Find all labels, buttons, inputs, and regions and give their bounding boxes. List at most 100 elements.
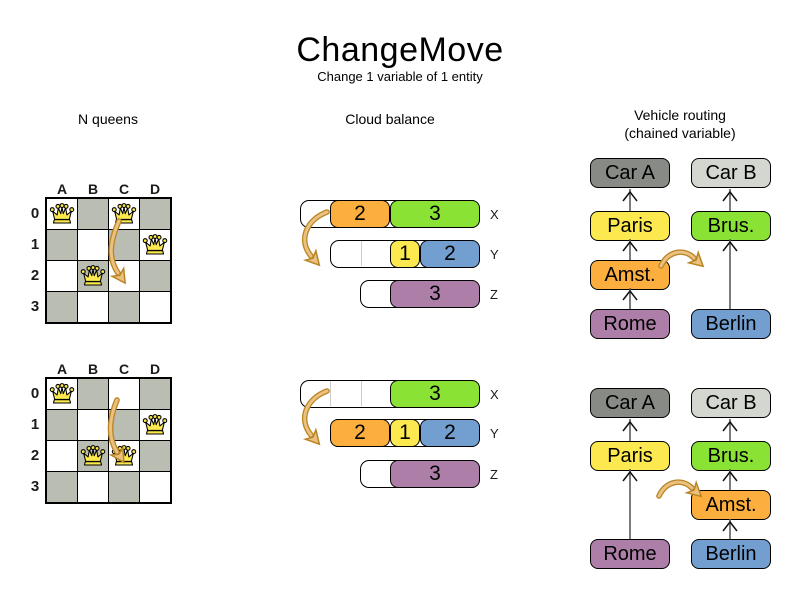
board-cell-a1 <box>47 230 77 260</box>
board-cell-d2 <box>140 441 170 471</box>
process-block: 2 <box>420 240 480 268</box>
board-cell-d1 <box>140 230 170 260</box>
city-box-brussels-before: Brus. <box>691 211 771 241</box>
process-value: 1 <box>399 242 411 265</box>
col-label: D <box>149 361 161 377</box>
process-block: 3 <box>390 200 480 228</box>
row-label: 2 <box>30 267 40 284</box>
board-cell-c2 <box>109 441 139 471</box>
col-label: A <box>56 181 68 197</box>
process-value: 2 <box>444 421 456 444</box>
city-label: Brus. <box>707 444 755 467</box>
board-cell-d3 <box>140 472 170 502</box>
board-cell-d0 <box>140 379 170 409</box>
vehicle-header-line2: (chained variable) <box>624 125 736 141</box>
process-value: 2 <box>354 421 366 444</box>
city-label: Paris <box>607 214 653 237</box>
column-header-nqueens: N queens <box>78 111 138 127</box>
board-cell-a0 <box>47 199 77 229</box>
process-block: 2 <box>330 419 390 447</box>
board-cell-c0 <box>109 199 139 229</box>
process-value: 2 <box>444 242 456 265</box>
vehicle-header-line1: Vehicle routing <box>634 107 726 123</box>
city-label: Brus. <box>707 214 755 237</box>
board-cell-a1 <box>47 410 77 440</box>
col-label: C <box>118 181 130 197</box>
process-value: 2 <box>354 202 366 225</box>
col-label: A <box>56 361 68 377</box>
col-label: B <box>87 181 99 197</box>
process-block: 1 <box>390 240 420 268</box>
page-title: ChangeMove <box>296 31 504 69</box>
row-label: 0 <box>30 385 40 402</box>
col-label: D <box>149 181 161 197</box>
queen-icon <box>80 264 106 286</box>
process-block: 1 <box>390 419 420 447</box>
track-divider <box>361 241 362 266</box>
page-subtitle: Change 1 variable of 1 entity <box>317 69 483 84</box>
chessboard-before <box>45 197 172 324</box>
board-cell-c0 <box>109 379 139 409</box>
process-block: 3 <box>390 380 480 408</box>
vehicle-box-car-b-before: Car B <box>691 158 771 188</box>
chessboard-after <box>45 377 172 504</box>
track-label-x: X <box>490 387 499 402</box>
queen-icon <box>111 444 137 466</box>
board-cell-d0 <box>140 199 170 229</box>
board-cell-d3 <box>140 292 170 322</box>
queen-icon <box>142 233 168 255</box>
city-box-rome-before: Rome <box>590 309 670 339</box>
board-cell-d2 <box>140 261 170 291</box>
board-cell-b0 <box>78 379 108 409</box>
board-cell-a2 <box>47 441 77 471</box>
board-cell-a3 <box>47 292 77 322</box>
vehicle-label: Car B <box>705 161 757 184</box>
row-label: 1 <box>30 236 40 253</box>
process-value: 3 <box>429 462 441 485</box>
row-label: 3 <box>30 478 40 495</box>
board-cell-b1 <box>78 410 108 440</box>
city-label: Rome <box>603 542 657 565</box>
track-label-z: Z <box>490 467 498 482</box>
row-label: 3 <box>30 298 40 315</box>
board-cell-a0 <box>47 379 77 409</box>
city-box-berlin-before: Berlin <box>691 309 771 339</box>
row-label: 1 <box>30 416 40 433</box>
track-label-y: Y <box>490 247 499 262</box>
vehicle-label: Car B <box>705 391 757 414</box>
board-col-labels: A B C D <box>47 181 170 197</box>
vehicle-label: Car A <box>604 161 656 184</box>
vehicle-box-car-a-after: Car A <box>590 388 670 418</box>
queen-icon <box>142 413 168 435</box>
col-label: B <box>87 361 99 377</box>
city-label: Rome <box>603 312 657 335</box>
city-box-brussels-after: Brus. <box>691 441 771 471</box>
board-cell-c3 <box>109 292 139 322</box>
board-cell-c1 <box>109 410 139 440</box>
chevron-up-icons <box>622 190 738 532</box>
board-cell-b0 <box>78 199 108 229</box>
city-label: Amst. <box>705 493 757 516</box>
process-block: 2 <box>330 200 390 228</box>
queen-icon <box>80 444 106 466</box>
board-cell-a2 <box>47 261 77 291</box>
board-cell-d1 <box>140 410 170 440</box>
city-box-paris-after: Paris <box>590 441 670 471</box>
track-divider <box>361 381 362 406</box>
board-row-labels: 0 1 2 3 <box>27 379 43 502</box>
column-header-vehicle-routing: Vehicle routing (chained variable) <box>592 106 768 142</box>
city-box-rome-after: Rome <box>590 539 670 569</box>
track-label-x: X <box>490 207 499 222</box>
process-value: 3 <box>429 202 441 225</box>
board-cell-b3 <box>78 292 108 322</box>
city-label: Paris <box>607 444 653 467</box>
track-label-y: Y <box>490 426 499 441</box>
chain-link-lines <box>629 189 731 539</box>
board-cell-c2 <box>109 261 139 291</box>
board-cell-c1 <box>109 230 139 260</box>
city-label: Amst. <box>604 263 656 286</box>
board-row-labels: 0 1 2 3 <box>27 199 43 322</box>
row-label: 0 <box>30 205 40 222</box>
column-header-cloud-balance: Cloud balance <box>345 111 435 127</box>
